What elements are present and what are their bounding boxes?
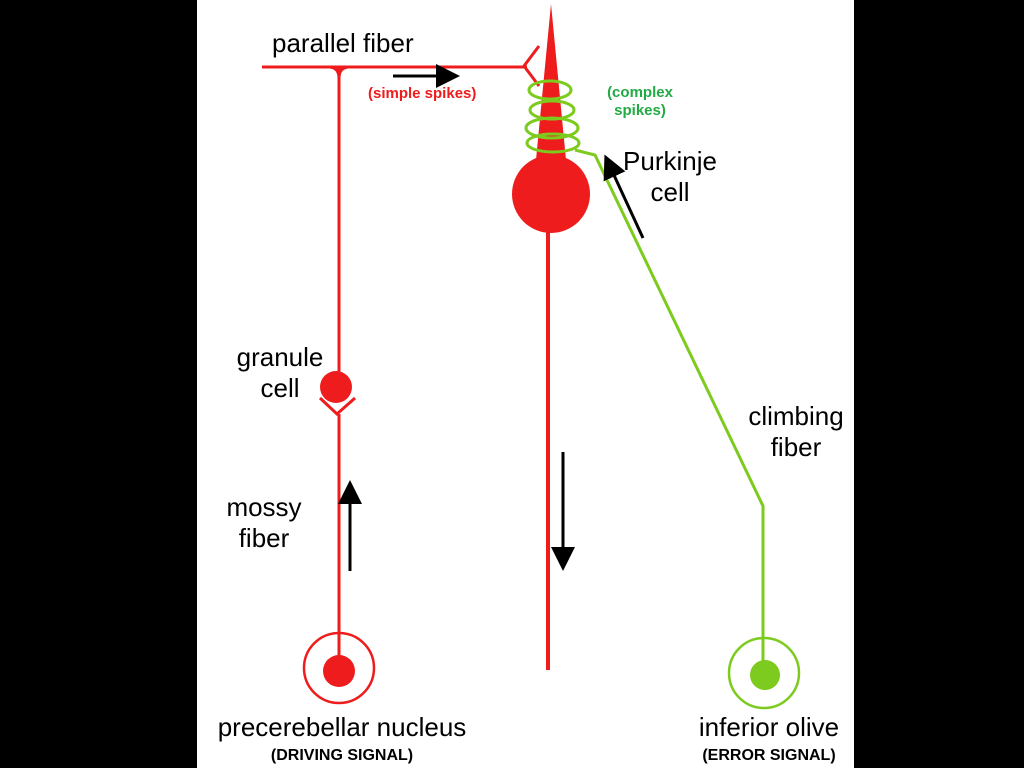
mossy-line2: fiber <box>238 523 290 554</box>
climbing-fiber-coil <box>524 79 581 154</box>
precerebellar-nucleus-body <box>323 655 355 687</box>
mossy-line1: mossy <box>226 492 302 522</box>
inferior-olive-outline <box>727 636 801 710</box>
granule-cell-body <box>320 371 352 403</box>
purkinje-line1: Purkinje <box>623 146 717 176</box>
driving-signal-label: (DRIVING SIGNAL) <box>270 747 414 764</box>
complex-spikes-line1: (complex <box>607 84 673 101</box>
precerebellar-nucleus-label: precerebellar nucleus <box>217 712 467 742</box>
complex-spikes-line2: spikes) <box>614 102 666 119</box>
mossy-fiber-synapse <box>318 396 356 417</box>
granule-line2: cell <box>260 373 300 404</box>
mossy-fiber-label: mossy fiber <box>214 492 314 554</box>
climbing-line2: fiber <box>770 432 822 463</box>
purkinje-cell-body <box>512 155 590 233</box>
climbing-fiber-label: climbing fiber <box>738 401 854 463</box>
parallel-fiber-label: parallel fiber <box>272 28 414 58</box>
granule-line1: granule <box>236 342 324 372</box>
precerebellar-nucleus-outline <box>302 631 376 705</box>
inferior-olive-body <box>750 660 780 690</box>
parallel-fiber-synapse <box>522 45 541 87</box>
granule-cell-label: granule cell <box>226 342 334 404</box>
complex-spikes-label: (complex spikes) <box>600 84 680 120</box>
error-signal-label: (ERROR SIGNAL) <box>702 747 836 764</box>
purkinje-cell-label: Purkinje cell <box>612 146 728 208</box>
purkinje-line2: cell <box>650 177 690 208</box>
inferior-olive-label: inferior olive <box>698 712 840 742</box>
purkinje-climb-arrow <box>603 154 645 239</box>
climbing-fiber-line <box>574 148 765 668</box>
climbing-line1: climbing <box>748 401 844 431</box>
simple-spikes-label: (simple spikes) <box>368 85 477 102</box>
